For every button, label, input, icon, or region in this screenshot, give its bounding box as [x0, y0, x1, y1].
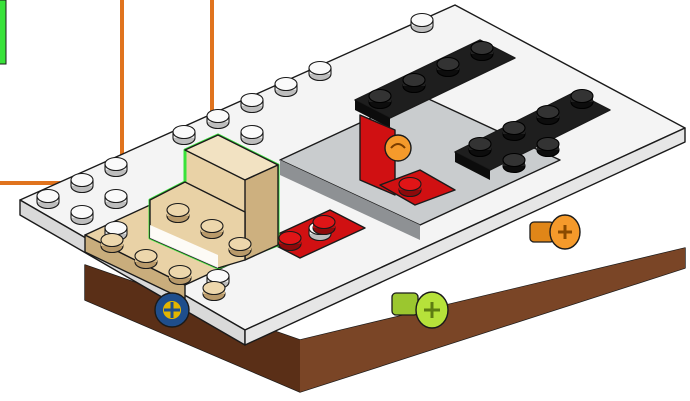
stud — [71, 206, 93, 225]
stud — [403, 74, 425, 93]
stud — [105, 190, 127, 209]
stud — [167, 204, 189, 223]
stud — [71, 174, 93, 193]
stud — [411, 14, 433, 33]
technic-pin-orange-icon — [530, 215, 580, 249]
stud — [241, 94, 263, 113]
stud — [275, 78, 297, 97]
stud — [135, 250, 157, 269]
stud — [309, 62, 331, 81]
stud — [571, 90, 593, 109]
stud — [471, 42, 493, 61]
stud — [201, 220, 223, 239]
technic-pin-orange-small-icon — [385, 135, 411, 161]
stud — [313, 216, 335, 235]
stud — [369, 90, 391, 109]
callout-part-preview — [0, 0, 6, 64]
stud — [105, 158, 127, 177]
stud — [399, 178, 421, 197]
stud — [169, 266, 191, 285]
stud — [503, 154, 525, 173]
stud — [469, 138, 491, 157]
stud — [437, 58, 459, 77]
stud — [537, 138, 559, 157]
stud — [101, 234, 123, 253]
stud — [279, 232, 301, 251]
stud — [207, 110, 229, 129]
stud — [229, 238, 251, 257]
stud — [241, 126, 263, 145]
stud — [37, 190, 59, 209]
technic-axle-blue-icon — [155, 293, 189, 327]
stud — [173, 126, 195, 145]
stud — [537, 106, 559, 125]
stud — [503, 122, 525, 141]
stud — [203, 282, 225, 301]
